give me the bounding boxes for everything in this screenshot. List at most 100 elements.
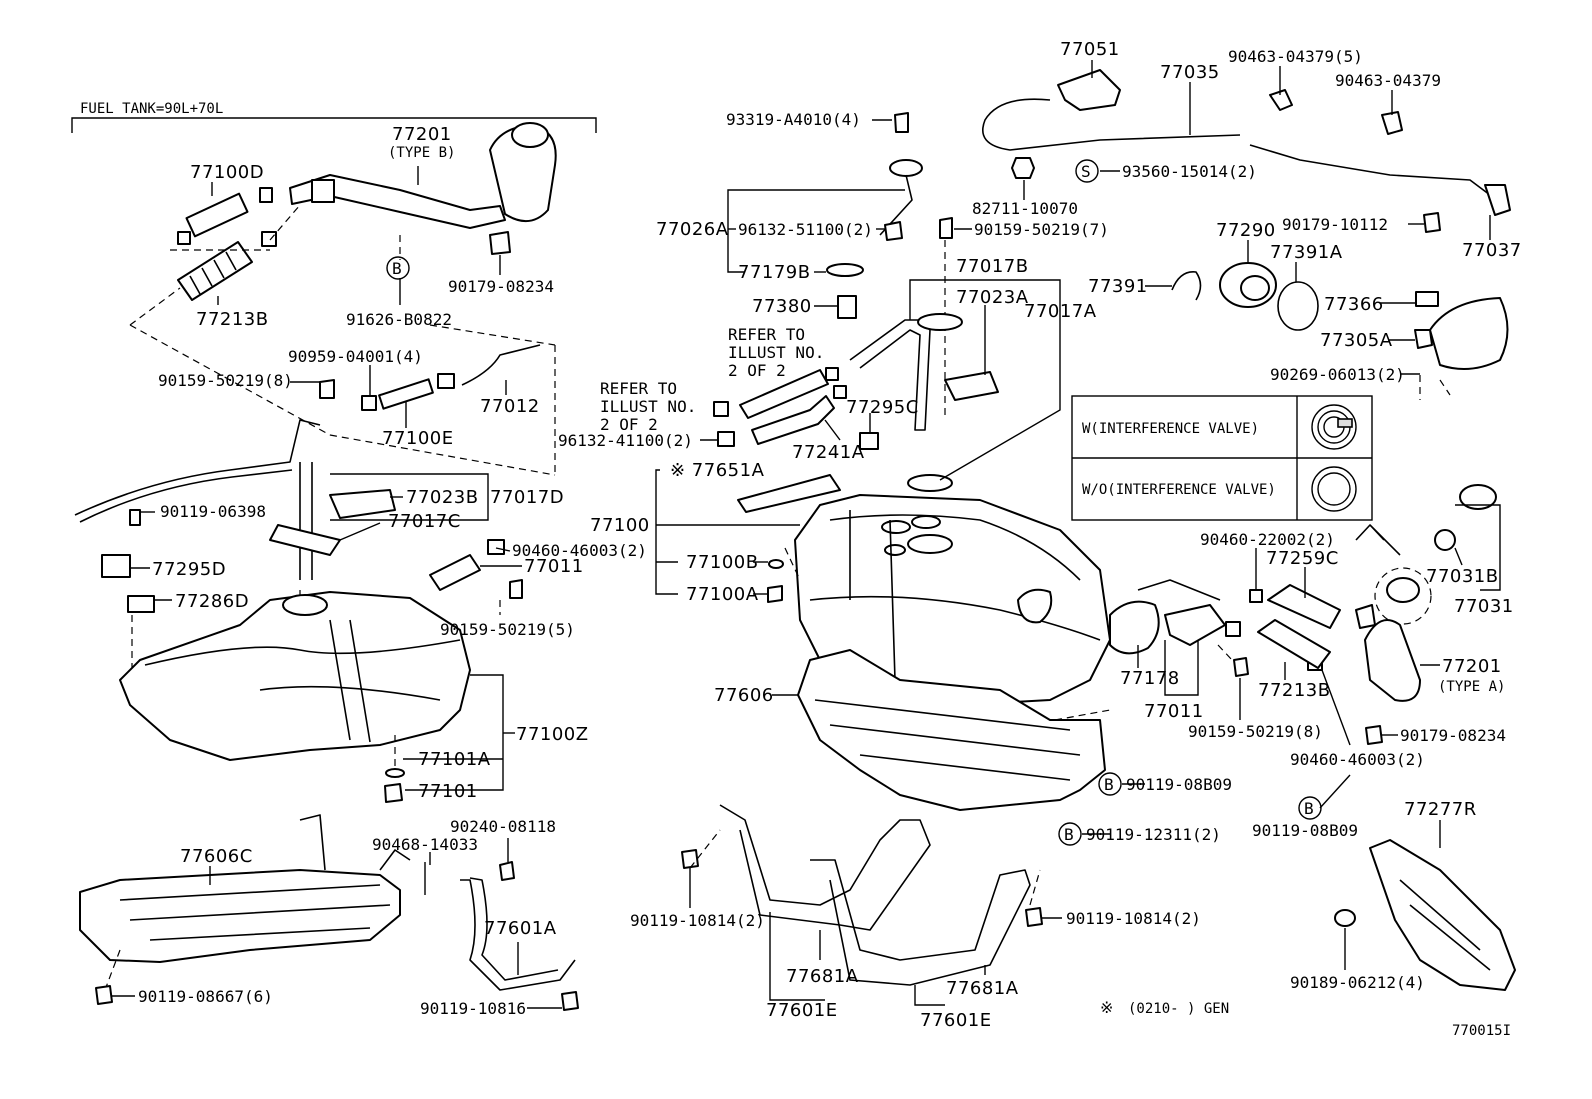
part-77295d xyxy=(101,554,131,578)
cover-77277r-ribs xyxy=(1399,879,1491,971)
label-77391a: 77391A xyxy=(1270,242,1343,263)
bolt-90159-50219-8-right xyxy=(1233,657,1249,677)
label-77012: 77012 xyxy=(480,396,540,417)
hose-77100d xyxy=(185,192,249,238)
leader-77031b xyxy=(1454,547,1463,566)
fuel-tank-left xyxy=(119,591,471,761)
label-90240-08118: 90240-08118 xyxy=(450,817,556,836)
filler-pipe-type-a xyxy=(1364,619,1421,702)
bolt-90159-50219-5 xyxy=(509,579,523,599)
left-section: FUEL TANK=90L+70L xyxy=(71,101,597,1011)
grommet-77179b xyxy=(826,263,864,277)
bracket-type-a xyxy=(1355,604,1376,629)
marker-b-right-text: B xyxy=(1304,799,1314,818)
label-refer1-l3: 2 OF 2 xyxy=(728,361,786,380)
bolt-90179-10112 xyxy=(1423,212,1441,233)
label-90269-06013: 90269-06013(2) xyxy=(1270,365,1405,384)
cover-77277r xyxy=(1369,839,1516,991)
clamp-c4 xyxy=(833,385,847,399)
label-77601e-left: 77601E xyxy=(766,1000,838,1021)
label-90179-08234-top: 90179-08234 xyxy=(448,277,554,296)
gasket-77017c xyxy=(269,524,341,556)
label-90119-08667: 90119-08667(6) xyxy=(138,987,273,1006)
label-82711-10070: 82711-10070 xyxy=(972,199,1078,218)
dash-c2 xyxy=(784,547,801,581)
tank-port-1 xyxy=(881,520,911,534)
marker-b-mid-text: B xyxy=(1104,775,1114,794)
fuel-tank-bracket xyxy=(71,117,597,133)
washer-77101a xyxy=(385,768,405,778)
tank-port-2 xyxy=(911,515,941,529)
label-77241a: 77241A xyxy=(792,442,865,463)
label-77017b: 77017B xyxy=(956,256,1029,277)
gauge-77023a xyxy=(944,371,999,401)
marker-s-text: S xyxy=(1081,162,1091,181)
gasket-77178 xyxy=(1109,600,1160,655)
clamp-c1 xyxy=(713,401,729,417)
lever-77051 xyxy=(1057,69,1121,111)
tank-left-ridge-1 xyxy=(144,639,461,666)
hose-a xyxy=(739,369,829,419)
label-90119-10816: 90119-10816 xyxy=(420,999,526,1018)
label-77100d: 77100D xyxy=(190,162,264,183)
label-77031: 77031 xyxy=(1454,596,1514,617)
label-refer2-l2: ILLUST NO. xyxy=(600,397,696,416)
label-90179-10112: 90179-10112 xyxy=(1282,215,1388,234)
label-77681a-right: 77681A xyxy=(946,978,1019,999)
leader-77017c xyxy=(339,522,381,541)
clamp-left-1 xyxy=(311,179,335,203)
fuel-tank-note: FUEL TANK=90L+70L xyxy=(80,101,223,117)
marker-b-right xyxy=(1298,796,1322,820)
valve-legend-row2: W/O(INTERFERENCE VALVE) xyxy=(1082,482,1276,498)
label-77100b: 77100B xyxy=(686,552,759,573)
label-77017a: 77017A xyxy=(1024,301,1097,322)
dash-2 xyxy=(269,204,301,241)
label-77037: 77037 xyxy=(1462,240,1522,261)
label-90468-14033: 90468-14033 xyxy=(372,835,478,854)
label-77259c: 77259C xyxy=(1266,548,1339,569)
label-90463-04379: 90463-04379 xyxy=(1335,71,1441,90)
bolt-90119-10814-right xyxy=(1025,907,1043,927)
label-refer1-l1: REFER TO xyxy=(728,325,805,344)
label-77023b: 77023B xyxy=(406,487,479,508)
hose-77012 xyxy=(461,344,541,386)
clamp-left-4 xyxy=(177,231,191,245)
label-90119-08b09-right: 90119-08B09 xyxy=(1252,821,1358,840)
strap-77601e-right xyxy=(810,859,1031,986)
label-77681a-left: 77681A xyxy=(786,966,859,987)
bolt-90119-10816 xyxy=(561,991,579,1011)
right-section: W(INTERFERENCE VALVE) W/O(INTERFERENCE V… xyxy=(982,60,1516,991)
clamp-left-6 xyxy=(361,395,377,411)
label-90159-50219-8-left: 90159-50219(8) xyxy=(158,371,293,390)
tank-port-4 xyxy=(884,544,906,556)
vent-line-b xyxy=(79,469,293,523)
dash-5 xyxy=(429,324,556,346)
tank-main-ridge-1 xyxy=(829,514,1081,581)
leader-77017-group xyxy=(909,279,1061,481)
pump-77011-right xyxy=(1164,604,1226,646)
sender-tube xyxy=(299,462,313,580)
label-refer1-l2: ILLUST NO. xyxy=(728,343,824,362)
dash-r3 xyxy=(1217,644,1233,661)
label-77101: 77101 xyxy=(418,781,478,802)
label-77100z: 77100Z xyxy=(516,724,589,745)
center-section: B B xyxy=(655,112,1145,1006)
dash-c4 xyxy=(689,829,721,869)
bolt-90119-10814-left xyxy=(681,849,699,869)
tank-left-strap-groove xyxy=(329,619,371,743)
hose-77213b-right xyxy=(1257,619,1331,669)
label-77606: 77606 xyxy=(714,685,774,706)
tank-main-ridge-2 xyxy=(809,595,1101,641)
tank-port-3 xyxy=(907,534,953,554)
leader-77241a xyxy=(824,419,841,441)
part-77286d xyxy=(127,595,155,613)
label-96132-41100: 96132-41100(2) xyxy=(558,431,693,450)
tank-pump-port xyxy=(1017,588,1053,624)
clamp-90460-22002 xyxy=(1249,589,1263,603)
right-labels: 77051 77035 90463-04379(5) 90463-04379 9… xyxy=(972,39,1522,992)
clamp-left-5 xyxy=(437,373,455,389)
marker-b-left-text: B xyxy=(392,259,402,278)
protector-77606c-arms xyxy=(299,814,411,871)
label-refer2-l3: 2 OF 2 xyxy=(600,415,658,434)
arrow-to-filler xyxy=(1355,524,1401,556)
